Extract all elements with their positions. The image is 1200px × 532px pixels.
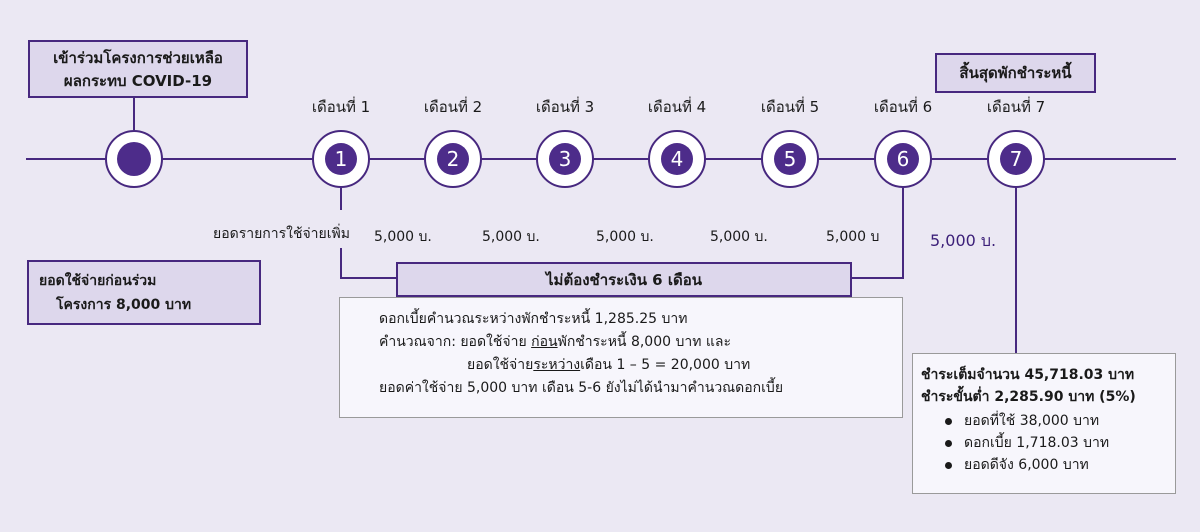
month-node-5: 5 [761, 130, 819, 188]
amount-month-5: 5,000 บ [826, 229, 880, 245]
interest-box: ดอกเบี้ยคำนวณระหว่างพักชำระหนี้ 1,285.25… [339, 297, 903, 418]
start-box-line2: ผลกระทบ COVID-19 [63, 72, 213, 90]
month-label-7: เดือนที่ 7 [986, 98, 1046, 116]
month-node-2: 2 [424, 130, 482, 188]
bullet-icon [945, 417, 952, 425]
month-label-5: เดือนที่ 5 [760, 98, 820, 116]
start-box-line1: เข้าร่วมโครงการช่วยเหลือ [53, 49, 223, 67]
summary-full: ชำระเต็มจำนวน 45,718.03 บาท [921, 367, 1135, 383]
interest-line1: ดอกเบี้ยคำนวณระหว่างพักชำระหนี้ 1,285.25… [379, 311, 688, 327]
month-label-6: เดือนที่ 6 [873, 98, 933, 116]
amount-month-6: 5,000 บ. [930, 231, 997, 250]
month1-banner-connector [340, 248, 342, 278]
month6-connector [902, 188, 904, 278]
month6-banner-h [850, 277, 904, 279]
summary-box: ชำระเต็มจำนวน 45,718.03 บาท ชำระขั้นต่ำ … [912, 353, 1176, 494]
start-node [105, 130, 163, 188]
month-node-6: 6 [874, 130, 932, 188]
interest-line2: คำนวณจาก: ยอดใช้จ่าย ก่อนพักชำระหนี้ 8,0… [379, 334, 732, 350]
amount-month-2: 5,000 บ. [482, 229, 540, 245]
month-label-1: เดือนที่ 1 [311, 98, 371, 116]
month-node-1: 1 [312, 130, 370, 188]
month7-connector [1015, 188, 1017, 353]
month-label-4: เดือนที่ 4 [647, 98, 707, 116]
amount-month-4: 5,000 บ. [710, 229, 768, 245]
amount-month-1: 5,000 บ. [374, 229, 432, 245]
summary-item: ดอกเบี้ย 1,718.03 บาท [921, 432, 1175, 454]
month-node-3: 3 [536, 130, 594, 188]
pre-spend-line2: โครงการ 8,000 บาท [56, 297, 192, 313]
bullet-icon [945, 461, 952, 469]
pre-spend-box: ยอดใช้จ่ายก่อนร่วม โครงการ 8,000 บาท [27, 260, 261, 325]
end-box-label: สิ้นสุดพักชำระหนี้ [959, 64, 1072, 82]
start-box: เข้าร่วมโครงการช่วยเหลือ ผลกระทบ COVID-1… [28, 40, 248, 98]
spend-label: ยอดรายการใช้จ่ายเพิ่ม [213, 226, 350, 242]
end-box: สิ้นสุดพักชำระหนี้ [935, 53, 1096, 93]
month1-banner-h [340, 277, 398, 279]
timeline-line [26, 158, 1176, 160]
start-connector [133, 98, 135, 130]
no-pay-banner-label: ไม่ต้องชำระเงิน 6 เดือน [546, 271, 702, 289]
summary-item: ยอดที่ใช้ 38,000 บาท [921, 410, 1175, 432]
bullet-icon [945, 439, 952, 447]
no-pay-banner: ไม่ต้องชำระเงิน 6 เดือน [396, 262, 852, 297]
pre-spend-line1: ยอดใช้จ่ายก่อนร่วม [39, 273, 157, 289]
month-label-2: เดือนที่ 2 [423, 98, 483, 116]
month-node-7: 7 [987, 130, 1045, 188]
month-node-4: 4 [648, 130, 706, 188]
summary-min: ชำระขั้นต่ำ 2,285.90 บาท (5%) [921, 389, 1136, 405]
start-node-dot [117, 142, 151, 176]
month1-connector [340, 188, 342, 210]
amount-month-3: 5,000 บ. [596, 229, 654, 245]
summary-item: ยอดดีจัง 6,000 บาท [921, 454, 1175, 476]
month-label-3: เดือนที่ 3 [535, 98, 595, 116]
interest-line4: ยอดค่าใช้จ่าย 5,000 บาท เดือน 5-6 ยังไม่… [379, 380, 784, 396]
interest-line3: ยอดใช้จ่ายระหว่างเดือน 1 – 5 = 20,000 บา… [467, 357, 751, 373]
